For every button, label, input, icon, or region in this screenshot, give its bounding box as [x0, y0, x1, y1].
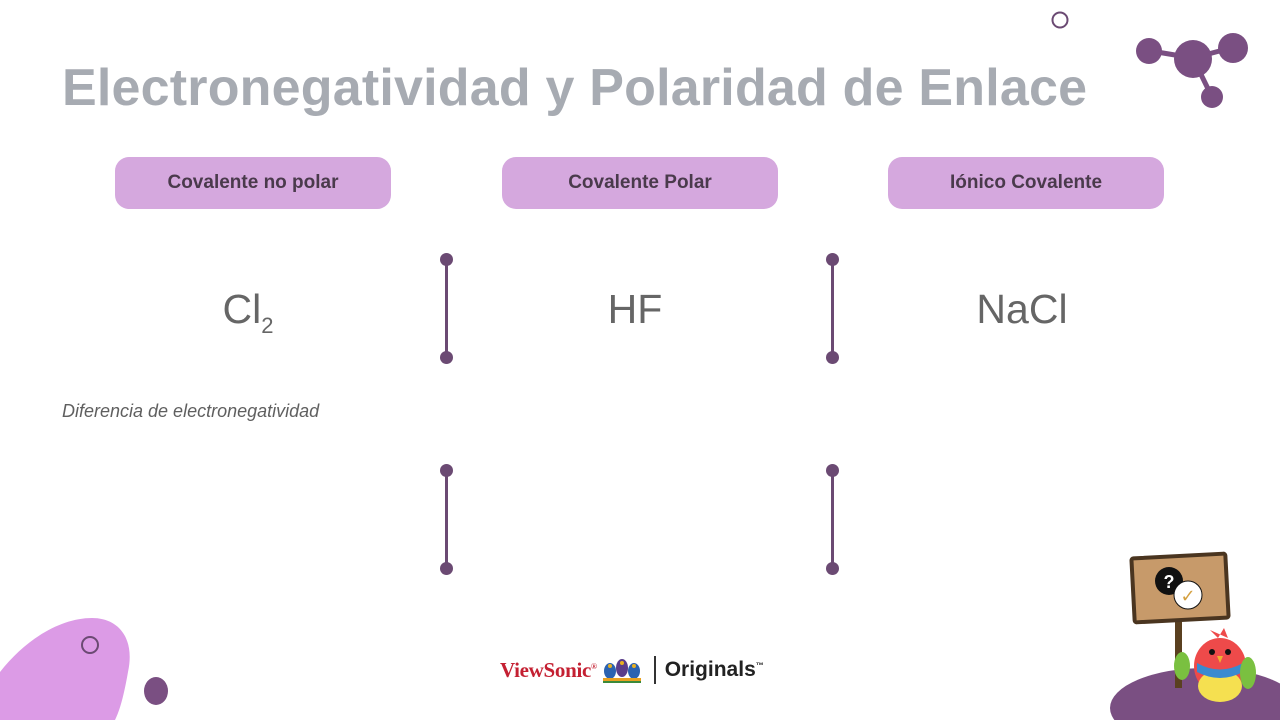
parrot-sign-illustration: ? ✓ [1110, 551, 1280, 720]
footer-divider [653, 656, 656, 684]
formula-cl2: Cl2 [148, 286, 348, 337]
pill-covalente-no-polar: Covalente no polar [115, 157, 391, 209]
column-separator [440, 253, 454, 365]
pill-label: Covalente no polar [167, 172, 339, 193]
viewsonic-logo: ViewSonic® [500, 657, 597, 682]
slide-title: Electronegatividad y Polaridad de Enlace [62, 59, 1088, 117]
formula-main: HF [607, 286, 663, 332]
decorative-blob [0, 618, 168, 720]
question-icon: ? [1164, 572, 1175, 592]
formula-nacl: NaCl [922, 286, 1122, 333]
electronegativity-difference-label: Diferencia de electronegatividad [62, 401, 320, 421]
column-separator [826, 253, 840, 365]
birds-logo-icon [602, 659, 641, 683]
check-icon: ✓ [1180, 586, 1195, 607]
molecule-icon [1051, 11, 1248, 108]
column-separator [440, 464, 454, 576]
column-separator [826, 464, 840, 576]
footer-logo: ViewSonic® Originals™ [500, 654, 764, 686]
originals-logo: Originals™ [664, 658, 764, 681]
formula-main: NaCl [976, 286, 1068, 332]
formula-hf: HF [535, 286, 735, 333]
pill-label: Covalente Polar [568, 172, 712, 193]
pill-label: Iónico Covalente [949, 172, 1103, 193]
pill-ionico-covalente: Iónico Covalente [888, 157, 1164, 209]
formula-main: Cl [222, 286, 262, 332]
formula-subscript: 2 [261, 313, 274, 338]
pill-covalente-polar: Covalente Polar [502, 157, 778, 209]
